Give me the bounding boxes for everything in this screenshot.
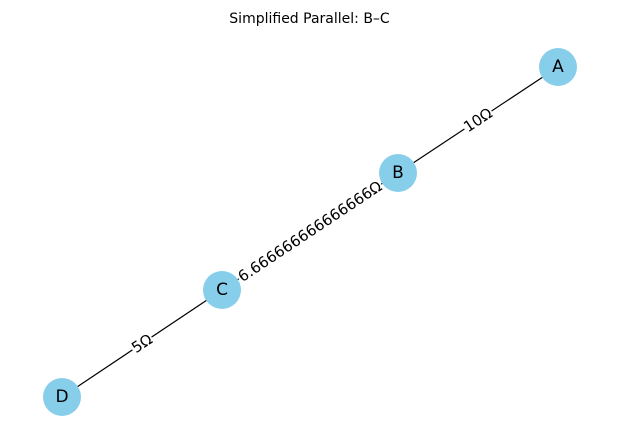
edge-label-group-B-C: 6.666666666666666Ω xyxy=(234,177,386,286)
node-label-D: D xyxy=(55,387,68,407)
node-label-C: C xyxy=(216,280,228,300)
edge-label-background xyxy=(127,330,157,357)
node-D xyxy=(43,378,81,416)
edge-label-A-B: 10Ω xyxy=(460,104,495,136)
node-C xyxy=(203,271,241,309)
node-A xyxy=(539,48,577,86)
edge-label-background xyxy=(460,104,496,136)
node-label-B: B xyxy=(392,163,404,183)
edge-label-C-D: 5Ω xyxy=(128,330,155,357)
node-B xyxy=(379,154,417,192)
diagram-title: Simplified Parallel: B–C xyxy=(229,11,390,27)
edge-labels: 10Ω 6.666666666666666Ω 5Ω xyxy=(127,104,496,357)
edge-label-group-C-D: 5Ω xyxy=(127,330,157,357)
edge-label-group-A-B: 10Ω xyxy=(460,104,496,136)
nodes: A B C D xyxy=(43,48,577,416)
edge-label-B-C: 6.666666666666666Ω xyxy=(235,177,386,286)
edge-label-background xyxy=(234,177,386,286)
node-label-A: A xyxy=(552,57,564,77)
